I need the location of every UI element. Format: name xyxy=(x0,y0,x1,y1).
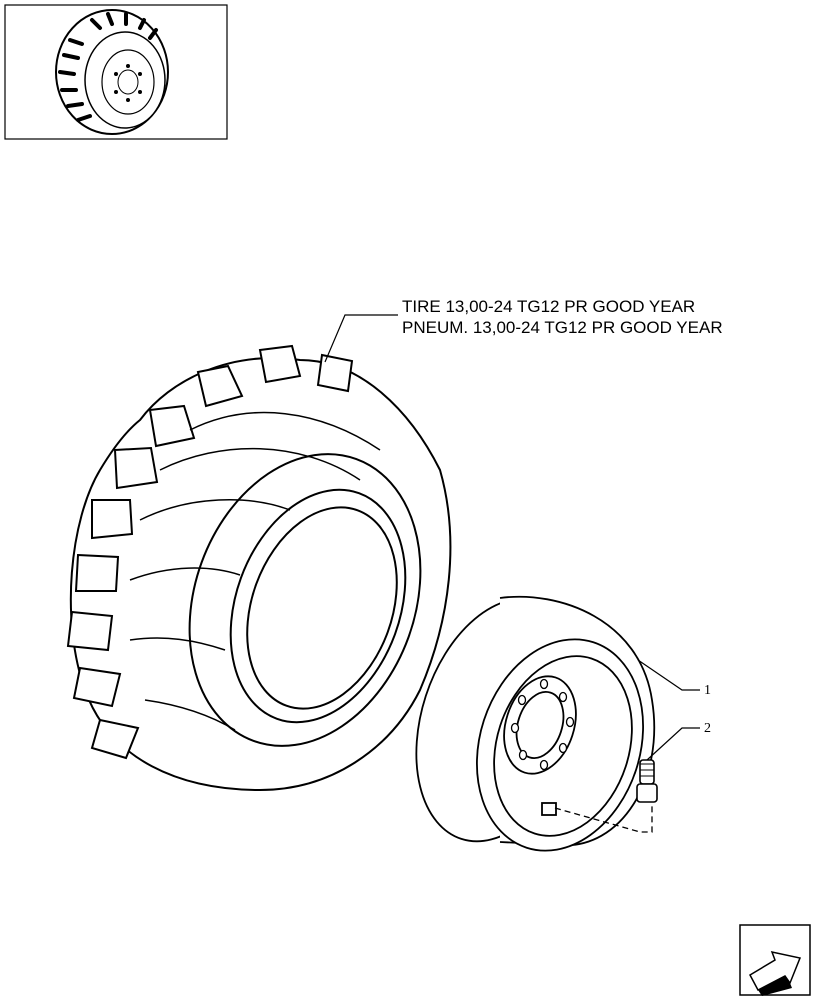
valve-drawing xyxy=(636,759,658,803)
callout-rim: 1 xyxy=(704,683,711,698)
tire-leader-line xyxy=(324,314,398,363)
tire-label-fr: PNEUM. 13,00-24 TG12 PR GOOD YEAR xyxy=(402,318,723,337)
rim-leader-line xyxy=(637,659,700,691)
callout-valve: 2 xyxy=(704,721,711,736)
rim-drawing xyxy=(415,595,656,852)
assembly-dashed-line xyxy=(554,804,653,833)
valve-leader-line xyxy=(646,727,700,761)
tire-drawing xyxy=(66,344,452,792)
tire-thumbnail-icon xyxy=(4,4,228,140)
tire-label-en: TIRE 13,00-24 TG12 PR GOOD YEAR xyxy=(402,297,695,316)
next-page-arrow-icon[interactable] xyxy=(739,924,811,996)
